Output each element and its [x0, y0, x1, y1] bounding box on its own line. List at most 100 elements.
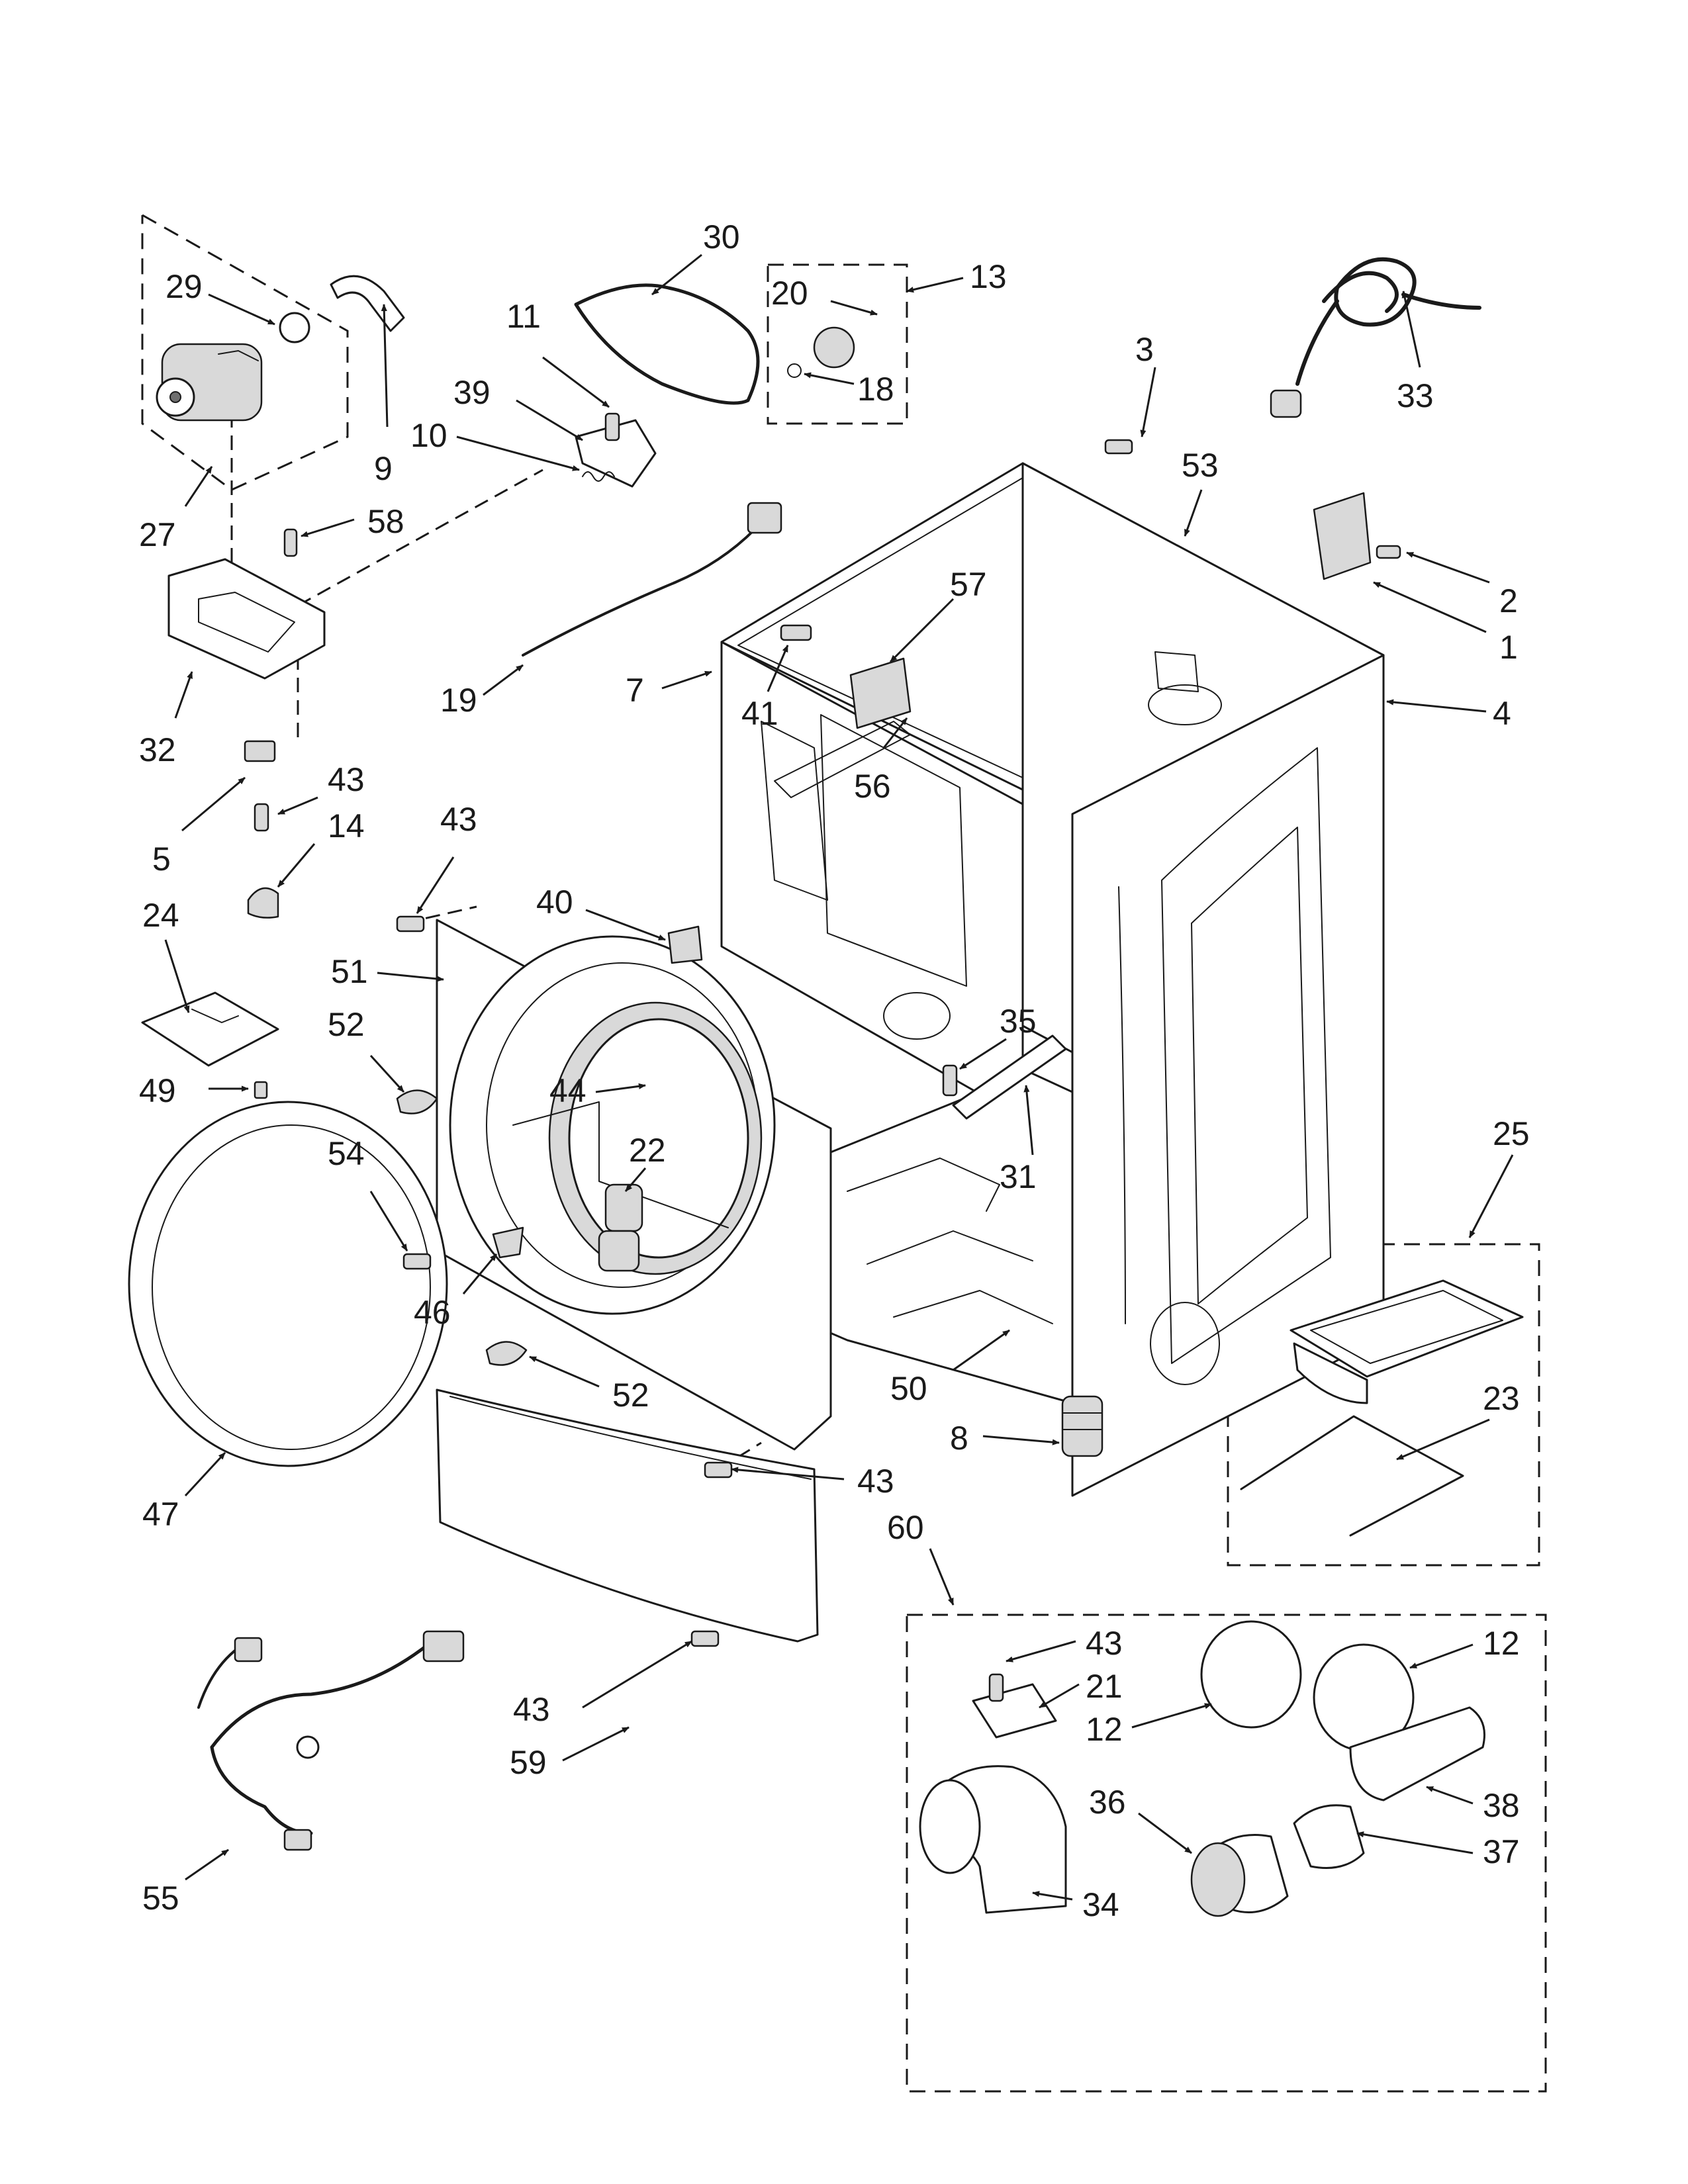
callout-30: 30	[703, 218, 740, 255]
screw-11	[604, 412, 620, 441]
harness-branch-1	[210, 1745, 313, 1835]
motor-clip	[330, 275, 405, 332]
callout-43d: 43	[513, 1691, 550, 1728]
vent-elbow-opening	[919, 1779, 981, 1874]
callout-18: 18	[857, 371, 894, 408]
callout-8: 8	[950, 1420, 968, 1457]
leader-53	[1184, 489, 1203, 537]
door-ring-inner	[152, 1124, 431, 1450]
leader-24	[164, 939, 190, 1013]
harness-branch-2	[197, 1647, 240, 1709]
lint-screen-mesh	[1310, 1290, 1503, 1364]
harness-connector-main	[422, 1630, 465, 1662]
screw-43b	[396, 915, 425, 933]
lint-screen-frame	[1289, 1279, 1524, 1378]
leader-4	[1386, 699, 1487, 713]
callout-52a: 52	[328, 1006, 365, 1043]
leader-23	[1396, 1418, 1490, 1461]
leader-21	[1039, 1683, 1080, 1709]
leader-22	[624, 1167, 647, 1192]
thermostat-switch	[244, 740, 276, 762]
leader-43b	[416, 856, 455, 914]
leader-46	[462, 1253, 498, 1295]
screw-43a	[254, 803, 269, 832]
harness-19-connector	[747, 502, 782, 534]
lint-screen-wire	[1240, 1415, 1464, 1537]
leader-12a	[1131, 1703, 1212, 1729]
leader-58	[301, 518, 355, 537]
callout-47: 47	[142, 1496, 179, 1533]
leader-55	[185, 1848, 229, 1881]
motor-pulley	[279, 312, 310, 343]
leader-19	[483, 664, 524, 696]
callout-19: 19	[440, 682, 477, 719]
callout-51: 51	[331, 953, 368, 990]
drive-motor	[156, 312, 310, 422]
callout-25: 25	[1493, 1115, 1530, 1152]
leader-18	[804, 372, 855, 385]
cabinet-back-vent-hole	[1154, 651, 1199, 692]
idler-pulley	[813, 326, 855, 369]
motor-shaft	[169, 391, 181, 403]
lint-screen-housing	[1293, 1342, 1368, 1404]
leader-43a	[277, 796, 318, 815]
screw-43e	[988, 1673, 1004, 1702]
callout-53: 53	[1182, 447, 1219, 484]
callout-32: 32	[139, 731, 176, 768]
motor-vents	[218, 350, 259, 361]
leveling-leg-body	[1061, 1395, 1103, 1457]
bracket-31	[952, 1034, 1067, 1120]
door-switch	[598, 1230, 640, 1272]
callout-labels: 30 13 20 18 29 9 27 11 39 10 58 32 5 43 …	[139, 218, 1530, 1923]
leader-36	[1138, 1812, 1192, 1854]
callout-58: 58	[367, 503, 404, 540]
callout-43c: 43	[857, 1463, 894, 1500]
leader-59	[562, 1726, 630, 1762]
callout-29: 29	[165, 268, 203, 305]
harness-connector-3	[283, 1829, 312, 1851]
dryer-cabinet	[720, 462, 1385, 1497]
callout-35: 35	[1000, 1003, 1037, 1040]
idler-washer	[787, 363, 802, 378]
cabinet-back-port	[1148, 684, 1222, 725]
power-cord	[1270, 257, 1481, 418]
leader-34	[1032, 1891, 1073, 1901]
screw-41	[780, 624, 812, 641]
screw-35	[942, 1064, 958, 1097]
leader-12b	[1409, 1643, 1474, 1669]
callout-59: 59	[510, 1744, 547, 1781]
screw-58	[283, 528, 298, 557]
callout-38: 38	[1483, 1787, 1520, 1824]
callout-20: 20	[771, 275, 808, 312]
leader-20	[830, 300, 878, 316]
leader-56	[882, 717, 908, 749]
idler-bracket	[575, 419, 657, 488]
leader-44	[595, 1083, 646, 1093]
leader-32	[174, 671, 193, 719]
leader-57	[889, 598, 955, 663]
motor-mount-inner	[198, 592, 295, 653]
leader-3	[1140, 367, 1156, 437]
front-panel	[436, 919, 832, 1451]
callout-40: 40	[536, 884, 573, 921]
leader-54	[369, 1191, 408, 1251]
power-cord-tail	[1401, 293, 1481, 310]
leader-13	[906, 277, 964, 293]
leader-10	[456, 435, 580, 471]
screw-43c	[704, 1461, 733, 1479]
leader-1	[1373, 581, 1487, 633]
callout-5: 5	[152, 841, 171, 878]
callout-27: 27	[139, 516, 176, 553]
wire-harness-main	[197, 1630, 465, 1851]
cabinet-left-side-recess	[761, 721, 828, 901]
idler-kit-box	[767, 263, 908, 425]
cabinet-base-rail-3	[893, 1290, 1053, 1324]
leader-35	[959, 1038, 1007, 1070]
leader-30	[651, 253, 702, 296]
door-catch	[604, 1183, 643, 1232]
screw-43d	[690, 1630, 720, 1647]
clip-46	[492, 1226, 524, 1259]
harness-connector-2	[234, 1637, 263, 1662]
callout-12b: 12	[1483, 1625, 1520, 1662]
